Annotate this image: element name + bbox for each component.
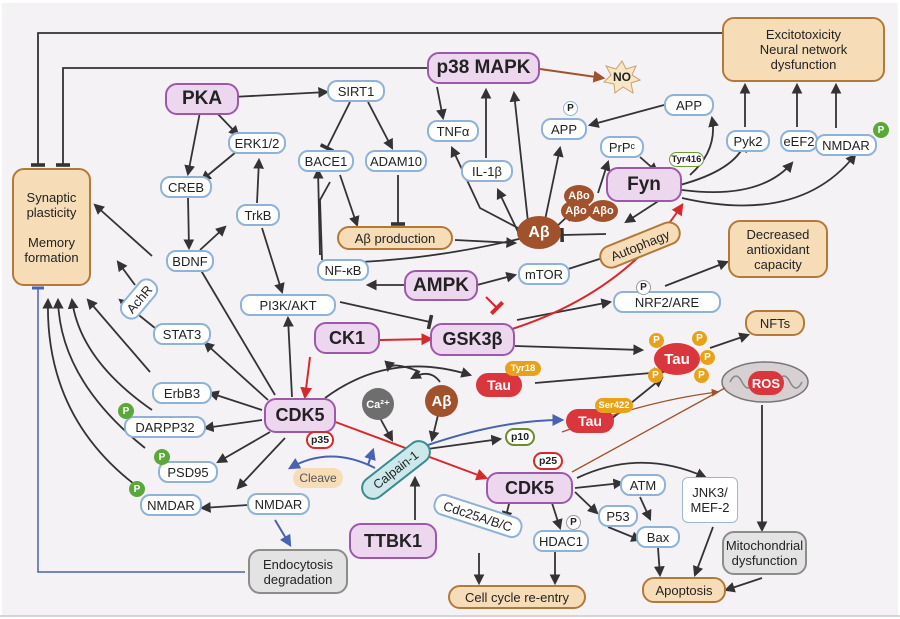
cleave-label: Cleave (293, 468, 343, 488)
nmdar-mid-node: NMDAR (247, 493, 310, 515)
trkb-node: TrkB (236, 204, 280, 226)
pka-node: PKA (165, 83, 239, 115)
gsk3b-node: GSK3β (430, 323, 515, 356)
erk-node: ERK1/2 (228, 132, 286, 154)
sirt1-node: SIRT1 (327, 80, 385, 102)
ab-center-molecule: Aβ (425, 385, 458, 417)
darpp32-node: DARPP32 (124, 416, 206, 438)
cell-cycle-box: Cell cycle re-entry (448, 585, 586, 609)
phospho-darpp32-badge: P (118, 403, 134, 419)
phospho-nmdar-left-badge: P (129, 481, 145, 497)
creb-node: CREB (160, 176, 212, 198)
antioxidant-box: Decreased antioxidant capacity (728, 220, 828, 278)
nrf2-node: NRF2/ARE (613, 291, 721, 313)
ampk-node: AMPK (404, 270, 478, 301)
erbb3-node: ErbB3 (152, 382, 212, 404)
bax-node: Bax (636, 526, 680, 548)
tau-ser422: Tau (566, 409, 614, 433)
apoptosis-box: Apoptosis (642, 577, 726, 603)
phospho-tau-badge-5: P (700, 350, 715, 365)
stat3-node: STAT3 (153, 323, 211, 345)
ab-main-molecule: Aβ (517, 216, 561, 249)
il1b-node: IL-1β (461, 160, 513, 182)
ser422-tag: Ser422 (595, 398, 633, 413)
atm-node: ATM (620, 474, 666, 496)
p38-mapk-node: p38 MAPK (427, 52, 540, 84)
p53-node: P53 (598, 505, 638, 527)
no-label: NO (613, 70, 631, 84)
hdac1-node: HDAC1 (533, 530, 589, 552)
phospho-hdac1-badge: P (566, 515, 581, 530)
endocytosis-box: Endocytosis degradation (248, 549, 348, 594)
excitotoxicity-inhibits-synaptic-line (30, 32, 722, 167)
nfts-box: NFTs (745, 310, 805, 336)
cdk5-bottom-node: CDK5 (486, 472, 573, 504)
prpc-node: PrPᶜ (600, 136, 644, 158)
mtor-node: mTOR (518, 263, 570, 285)
phospho-tau-badge-4: P (694, 368, 709, 383)
app-left-node: APP (541, 118, 587, 140)
phospho-app-badge: P (563, 101, 578, 116)
ck1-node: CK1 (314, 322, 380, 354)
ab-production-box: Aβ production (337, 226, 453, 250)
app-right-node: APP (664, 94, 714, 116)
p35-badge: p35 (306, 431, 334, 449)
calcium-ion: Ca²⁺ (362, 388, 394, 420)
phospho-psd95-badge: P (154, 449, 170, 465)
abo-3: Aβo (588, 200, 618, 222)
phospho-tau-badge-1: P (649, 333, 664, 348)
ttbk1-node: TTBK1 (349, 523, 437, 559)
cdk5-top-node: CDK5 (264, 398, 336, 433)
ros-burst: ROS (748, 371, 784, 395)
bace1-node: BACE1 (298, 150, 354, 172)
jnk3-mef2-node: JNK3/ MEF-2 (682, 477, 738, 523)
phospho-tau-badge-3: P (648, 368, 663, 383)
tyr18-tag: Tyr18 (505, 361, 541, 376)
no-burst-icon (603, 60, 641, 94)
adam10-node: ADAM10 (365, 150, 427, 172)
nmdar-right-node: NMDAR (815, 134, 877, 156)
psd95-node: PSD95 (158, 461, 218, 483)
p38-inhibits-synaptic-line (55, 67, 427, 167)
p25-badge: p25 (533, 452, 563, 470)
tau-hyperphosphorylated: Tau (654, 343, 700, 375)
synaptic-plasticity-box: Synaptic plasticity Memory formation (12, 168, 91, 286)
pi3k-akt-node: PI3K/AKT (240, 294, 336, 316)
eef2-node: eEF2 (780, 130, 818, 152)
p10-badge: p10 (505, 428, 535, 446)
nmdar-left-node: NMDAR (140, 494, 202, 516)
abo-2: Aβo (561, 200, 591, 222)
mitochondrial-dysfunction-box: Mitochondrial dysfunction (722, 531, 807, 575)
phospho-nrf2-badge: P (636, 280, 651, 295)
bdnf-node: BDNF (166, 250, 214, 272)
phospho-tau-badge-2: P (692, 331, 707, 346)
tyr416-tag: Tyr416 (669, 152, 704, 167)
tnfa-node: TNFα (427, 120, 479, 142)
nfkb-node: NF-κB (317, 259, 369, 281)
fyn-node: Fyn (606, 167, 682, 202)
pyk2-node: Pyk2 (726, 130, 770, 152)
tau-tyr18: Tau (476, 373, 522, 397)
phospho-nmdar-right-badge: P (873, 122, 889, 138)
excitotoxicity-box: Excitotoxicity Neural network dysfunctio… (722, 17, 885, 82)
